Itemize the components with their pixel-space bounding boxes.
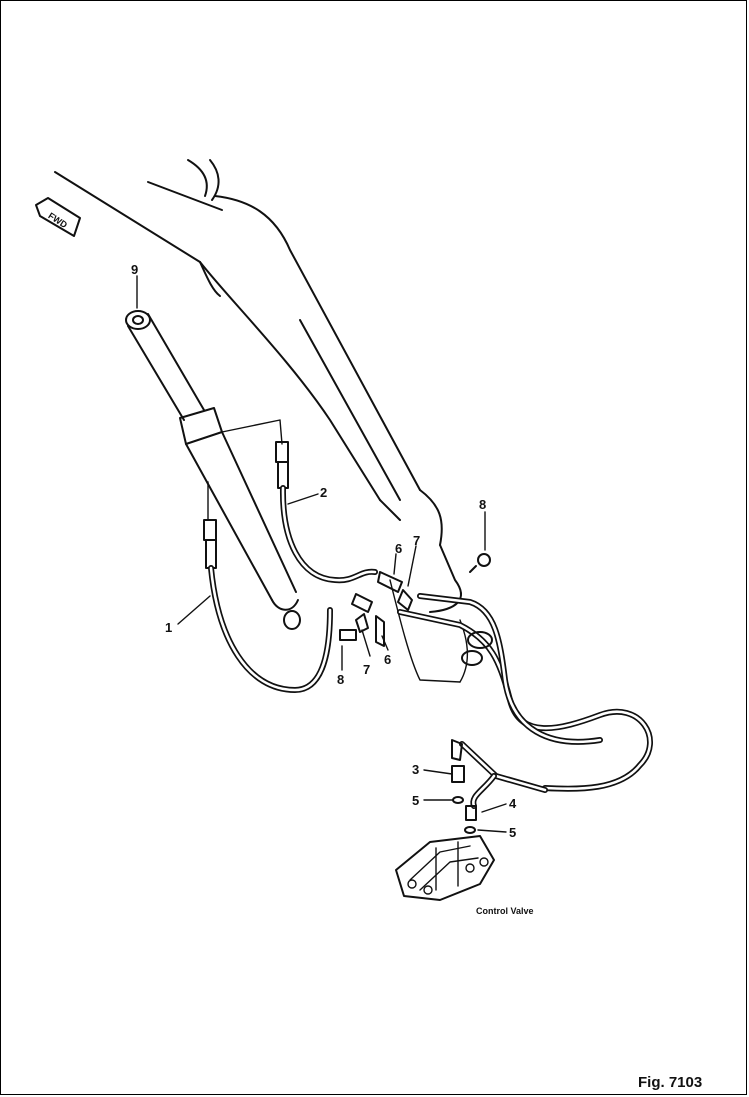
callout-5-left: 5 (412, 793, 419, 808)
callout-5-right: 5 (509, 825, 516, 840)
callout-7-lower: 7 (363, 662, 370, 677)
hose-1 (203, 519, 333, 693)
boom-cylinder (125, 310, 301, 630)
hose-2 (275, 441, 378, 584)
fittings (451, 739, 477, 834)
callout-3: 3 (412, 762, 419, 777)
fwd-arrow-icon: FWD (35, 197, 81, 237)
control-valve: Control Valve (395, 835, 534, 916)
pipe-run (397, 593, 653, 809)
control-valve-label: Control Valve (476, 906, 534, 916)
figure-label: Fig. 7103 (638, 1074, 702, 1091)
clamp-assembly (339, 553, 491, 647)
callout-9: 9 (131, 262, 138, 277)
callout-6-upper: 6 (395, 541, 402, 556)
callout-1: 1 (165, 620, 172, 635)
callout-numbers: 9 1 2 8 6 7 8 7 6 3 5 4 5 (131, 262, 517, 840)
callout-8-upper: 8 (479, 497, 486, 512)
leader-lines (136, 275, 507, 833)
callout-6-lower: 6 (384, 652, 391, 667)
callout-7-upper: 7 (413, 533, 420, 548)
callout-8-lower: 8 (337, 672, 344, 687)
callout-2: 2 (320, 485, 327, 500)
callout-4: 4 (509, 796, 517, 811)
boom-outline (54, 159, 469, 683)
